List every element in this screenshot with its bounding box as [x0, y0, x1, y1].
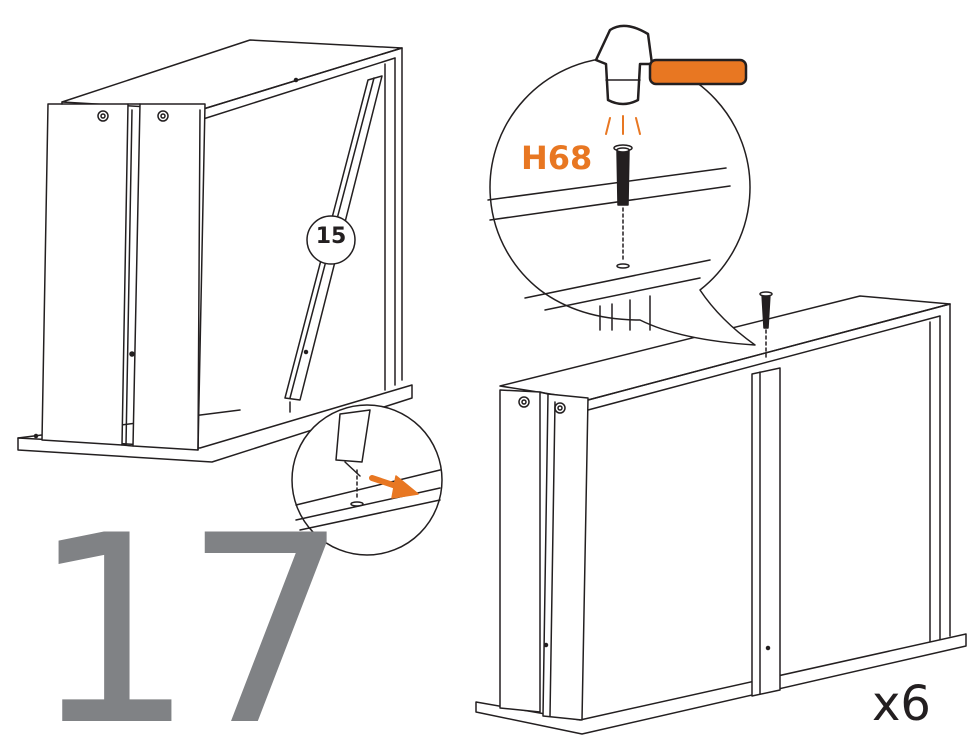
brace-detail-callout — [291, 404, 443, 556]
quantity-label: x6 — [872, 676, 931, 732]
hardware-code-label: H68 — [521, 139, 593, 177]
hammer-icon — [594, 24, 748, 106]
left-door-panel — [41, 103, 129, 446]
right-cabinet-left-panel — [499, 389, 541, 713]
step-number: 17 — [30, 481, 349, 738]
part-reference-bubble — [306, 215, 356, 265]
part-reference-label: 15 — [315, 224, 347, 249]
right-cabinet — [475, 291, 967, 735]
right-door-panel — [132, 103, 206, 451]
right-cabinet-divider — [751, 367, 781, 697]
left-cabinet-base — [17, 384, 413, 463]
screw-icon — [613, 144, 633, 206]
right-cabinet-inner-panel — [542, 393, 589, 721]
hammer-detail-callout — [487, 24, 756, 346]
arrow-icon — [369, 475, 419, 499]
left-cabinet — [17, 39, 413, 463]
right-cabinet-top — [499, 295, 951, 401]
screw-icon — [759, 291, 773, 329]
